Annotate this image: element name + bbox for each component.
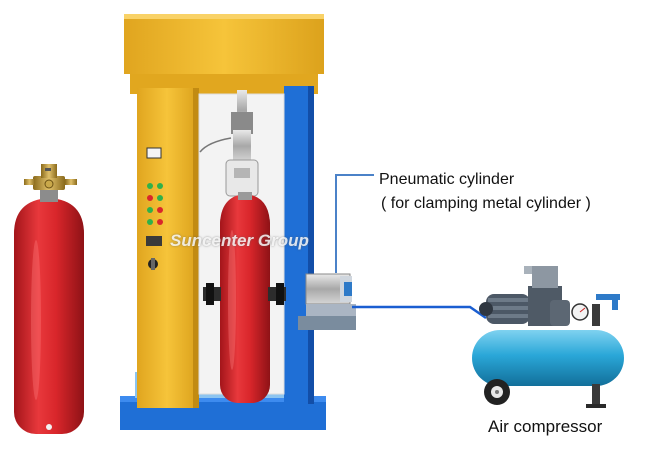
watermark: Suncenter Group	[170, 231, 309, 250]
indicator-light	[147, 219, 153, 225]
indicator-light	[157, 207, 163, 213]
pneumatic-cylinder-sublabel: ( for clamping metal cylinder )	[381, 195, 591, 212]
indicator-light	[147, 183, 153, 189]
digital-display	[146, 147, 162, 159]
switch-panel	[146, 236, 162, 246]
pneumatic-cylinder-unit	[298, 273, 356, 330]
standalone-cylinder	[14, 164, 84, 434]
compressor-tank	[472, 330, 624, 386]
pneumatic-cylinder-label: Pneumatic cylinder	[379, 171, 515, 188]
indicator-light	[157, 183, 163, 189]
cylinder-body	[14, 212, 84, 434]
test-rig	[120, 14, 356, 430]
cylinder-neck	[40, 188, 58, 202]
rig-cylinder	[220, 192, 270, 403]
callout-line	[335, 174, 374, 273]
valve-assembly	[24, 164, 77, 190]
indicator-light	[157, 219, 163, 225]
clamp-arms	[203, 283, 286, 305]
air-compressor-label: Air compressor	[488, 417, 603, 436]
indicator-light	[147, 207, 153, 213]
indicator-light	[157, 195, 163, 201]
cylinder-shoulder	[14, 198, 84, 234]
rig-top-beam	[124, 14, 324, 74]
cylinder-highlight	[31, 240, 41, 400]
hydraulic-ram	[199, 90, 259, 197]
control-panel	[146, 147, 163, 270]
control-column	[137, 88, 197, 408]
indicator-light	[147, 195, 153, 201]
air-pipe	[352, 305, 487, 320]
air-compressor	[472, 266, 624, 408]
